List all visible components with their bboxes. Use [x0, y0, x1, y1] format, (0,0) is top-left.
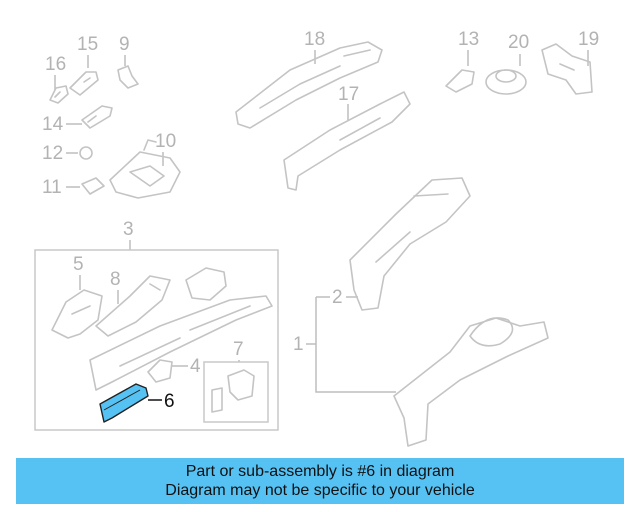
callout-7: 7 — [233, 339, 244, 360]
subassembly-3-box — [34, 249, 279, 431]
part-16 — [49, 85, 69, 104]
callout-1: 1 — [293, 334, 304, 355]
callout-11: 11 — [42, 177, 62, 198]
part-5 — [51, 289, 103, 339]
callout-6: 6 — [164, 391, 175, 412]
callout-15: 15 — [77, 34, 98, 55]
part-4 — [147, 359, 173, 383]
banner-line-1: Part or sub-assembly is #6 in diagram — [185, 463, 455, 480]
callout-20: 20 — [508, 32, 529, 53]
part-2 — [349, 177, 471, 311]
callout-1-bracket — [306, 296, 396, 393]
part-17 — [283, 91, 411, 191]
callout-4: 4 — [190, 356, 201, 377]
part-6-highlighted — [99, 383, 149, 423]
callout-17: 17 — [338, 84, 359, 105]
callout-19: 19 — [578, 29, 599, 50]
callout-2: 2 — [332, 287, 343, 308]
part-15 — [69, 71, 99, 96]
part-11 — [81, 177, 105, 195]
callout-8: 8 — [110, 269, 121, 290]
banner-line-2: Diagram may not be specific to your vehi… — [165, 482, 475, 499]
callout-9: 9 — [119, 34, 130, 55]
part-7 — [211, 369, 255, 413]
callout-16: 16 — [45, 54, 66, 75]
parts-diagram: 16 15 9 14 12 11 10 18 17 13 20 19 3 — [34, 29, 599, 447]
callout-10: 10 — [155, 131, 176, 152]
callout-14: 14 — [42, 114, 64, 135]
callout-18: 18 — [304, 29, 325, 50]
part-8 — [95, 275, 171, 337]
part-3-rail — [89, 295, 273, 391]
callout-12: 12 — [42, 143, 63, 164]
callout-13: 13 — [458, 29, 479, 50]
part-14 — [81, 105, 113, 129]
part-10 — [109, 139, 181, 199]
callout-3: 3 — [123, 219, 134, 240]
part-12 — [79, 146, 93, 160]
info-banner: Part or sub-assembly is #6 in diagram Di… — [16, 458, 624, 504]
part-19 — [541, 43, 593, 95]
callout-5: 5 — [73, 254, 84, 275]
part-9 — [117, 65, 139, 89]
part-13 — [445, 69, 475, 93]
part-18 — [235, 41, 383, 129]
part-1-rail — [393, 317, 549, 447]
part-7-box — [203, 361, 269, 423]
